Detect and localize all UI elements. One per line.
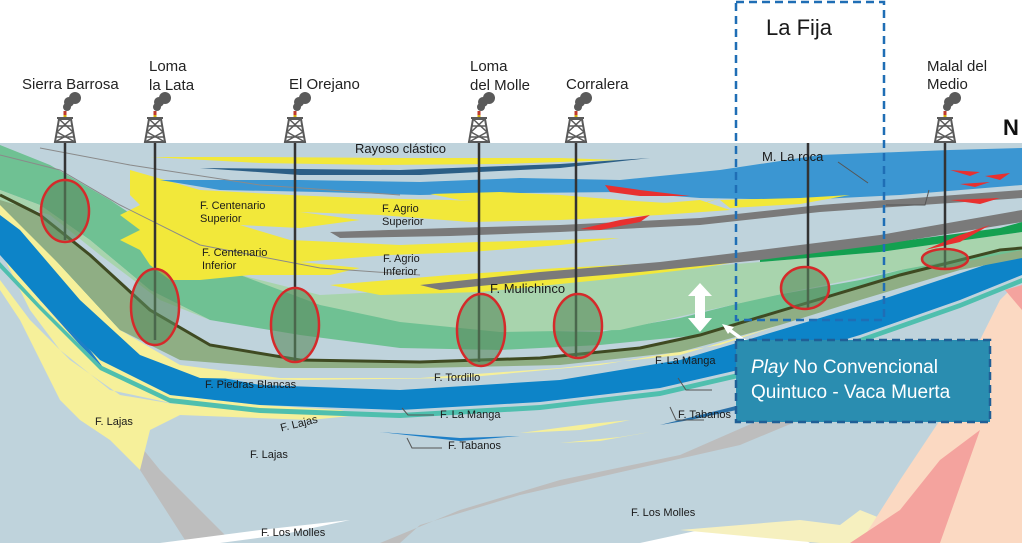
label-tabanos-right: F. Tabanos: [678, 409, 732, 421]
white-lens-1: [160, 520, 350, 543]
la-manga-right-leader: [677, 377, 712, 391]
pale-lens-bottom: [680, 510, 880, 543]
thickness-arrow-icon: [688, 283, 712, 332]
label-agrio-sup-1: F. Agrio: [382, 203, 419, 215]
callout-italic: Play: [751, 357, 789, 378]
agrio-grey-lower: [420, 210, 1022, 290]
yellow-lens-lafija: [720, 195, 850, 208]
lajas-sandstone: [0, 215, 360, 470]
target-el-orejano: [269, 286, 321, 364]
label-rayoso: Rayoso clástico: [355, 141, 446, 156]
well-label-malal-del-medio-1: Malal del: [927, 58, 987, 75]
bedding-line-2: [0, 154, 421, 276]
label-lajas-left: F. Lajas: [95, 416, 133, 428]
bedding-line-1: [39, 147, 401, 196]
target-corralera: [552, 292, 604, 360]
well-label-corralera: Corralera: [566, 76, 629, 93]
label-tabanos-left: F. Tabanos: [448, 440, 502, 452]
label-agrio-sup-2: Superior: [382, 216, 424, 228]
well-label-malal-del-medio-2: Medio: [927, 76, 968, 93]
north-arrow-label: N: [1003, 115, 1019, 140]
label-agrio-inf-1: F. Agrio: [383, 253, 420, 265]
well-label-el-orejano: El Orejano: [289, 76, 360, 93]
tabanos-right-leader: [669, 406, 704, 421]
label-centenario-inf-1: F. Centenario: [202, 247, 267, 259]
callout-line-1: Play No Convencional: [751, 357, 938, 378]
label-la-manga-right: F. La Manga: [655, 355, 716, 367]
label-la-manga-left: F. La Manga: [440, 409, 501, 421]
label-mulichinco: F. Mulichinco: [490, 281, 565, 296]
callout-line-1-rest: No Convencional: [788, 357, 938, 378]
target-loma-del-molle: [455, 292, 507, 368]
derrick-icon: [933, 91, 962, 144]
la-fija-title: La Fija: [766, 15, 833, 40]
target-la-fija: [779, 265, 831, 311]
quintuco-formation: [240, 232, 1022, 332]
tabanos-pale-lenses: [520, 420, 650, 443]
well-label-loma-del-molle-2: del Molle: [470, 77, 530, 94]
target-loma-la-lata: [129, 267, 181, 347]
la-manga-left-leader: [401, 407, 434, 416]
label-lajas-lower: F. Lajas: [250, 449, 288, 461]
target-sierra-barrosa: [39, 178, 91, 244]
vaca-muerta-lower: [0, 195, 1022, 368]
lajas-gap: [0, 250, 180, 405]
red-lens-cluster: [950, 170, 1010, 204]
target-ellipses: [39, 178, 970, 368]
derrick-icon: [53, 91, 82, 144]
quintuco-left: [0, 190, 210, 320]
basement-red-top: [1005, 285, 1022, 310]
dark-blue-stripe: [200, 158, 650, 175]
callout-line-2: Quintuco - Vaca Muerta: [751, 382, 951, 403]
well-label-loma-la-lata-2: la Lata: [149, 77, 195, 94]
derrick-icon: [283, 91, 312, 144]
label-tordillo: F. Tordillo: [434, 372, 480, 384]
basement-red-rim: [850, 430, 980, 543]
label-los-molles-left: F. Los Molles: [261, 527, 326, 539]
los-molles-grey-band-right: [380, 340, 860, 543]
label-la-roca: M. La roca: [762, 149, 824, 164]
la-roca-leader: [837, 161, 869, 184]
vaca-muerta-formation: [0, 145, 1022, 350]
well-label-sierra-barrosa: Sierra Barrosa: [22, 76, 119, 93]
target-malal-del-medio: [920, 247, 970, 271]
label-centenario-inf-2: Inferior: [202, 260, 237, 272]
agrio-grey-upper: [330, 190, 1022, 238]
la-fija-highlight-box: [734, 0, 886, 322]
derrick-icon: [564, 91, 593, 144]
centenario-sandstone: [120, 170, 730, 280]
leader-line-malal: [886, 189, 930, 206]
red-lens-malal: [925, 225, 990, 250]
derrick-icon: [143, 91, 172, 144]
label-piedras-blancas: F. Piedras Blancas: [205, 379, 297, 391]
label-centenario-sup-2: Superior: [200, 213, 242, 225]
derrick-icon: [467, 91, 496, 144]
green-marker-bed: [760, 222, 1022, 262]
rayoso-yellow-stripe: [150, 157, 620, 165]
la-roca-limestone: [160, 148, 1022, 200]
well-label-loma-del-molle-1: Loma: [470, 58, 508, 75]
red-lens-1: [605, 185, 690, 196]
label-centenario-sup-1: F. Centenario: [200, 200, 265, 212]
play-callout-box: [734, 338, 992, 424]
label-los-molles-right: F. Los Molles: [631, 507, 696, 519]
well-label-loma-la-lata-1: Loma: [149, 58, 187, 75]
label-agrio-inf-2: Inferior: [383, 266, 418, 278]
red-lens-2: [580, 215, 650, 230]
tabanos-blue-lens: [380, 432, 520, 441]
tabanos-left-leader: [406, 437, 442, 449]
